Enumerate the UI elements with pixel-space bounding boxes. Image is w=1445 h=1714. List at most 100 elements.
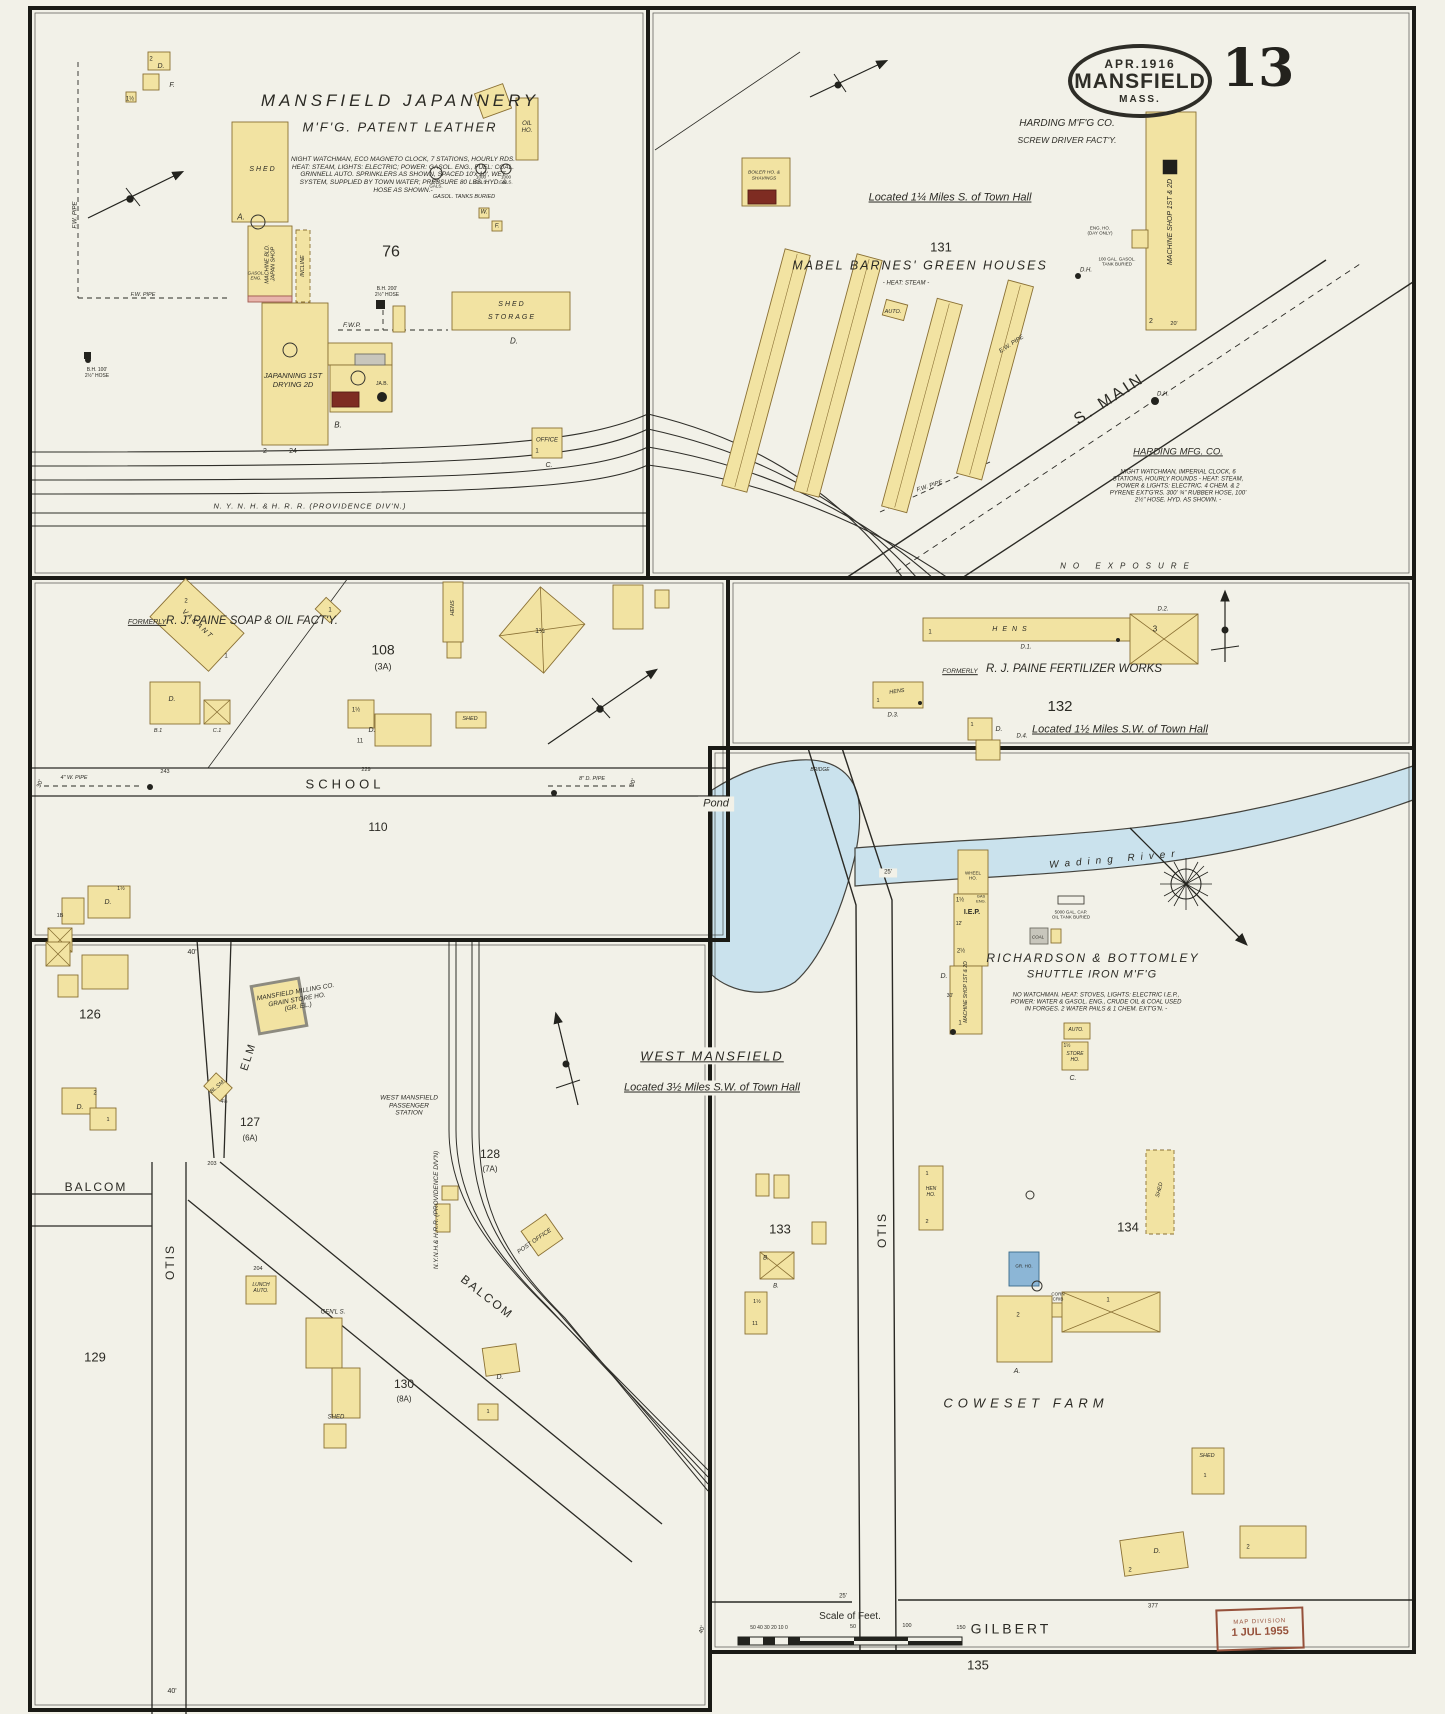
circle-symbol [429, 166, 443, 180]
dot-symbol [377, 392, 387, 402]
building [498, 586, 586, 674]
s-main-street [654, 51, 1414, 579]
title-date: APR.1916 [1104, 57, 1176, 71]
scale-bar [737, 1636, 963, 1646]
building [918, 1165, 944, 1231]
circle-symbol [250, 214, 266, 230]
building [975, 739, 1001, 761]
building [949, 965, 983, 1035]
building [451, 291, 571, 331]
hydrant-symbol [84, 352, 91, 359]
dot-symbol [1116, 638, 1120, 642]
building [612, 584, 644, 630]
panel-middle-left [28, 576, 730, 942]
building [45, 941, 71, 967]
building [515, 97, 539, 161]
title-state: MASS. [1119, 94, 1161, 105]
building [57, 974, 79, 998]
date-stamp-date: 1 JUL 1955 [1231, 1625, 1289, 1639]
building [1029, 927, 1049, 945]
building [1050, 928, 1062, 944]
building [956, 279, 1034, 481]
building [314, 596, 342, 624]
building [249, 976, 309, 1036]
panel-borders [28, 6, 1416, 1712]
railroad-tracks-topleft [29, 413, 649, 527]
hydrant-symbol [376, 300, 385, 309]
building [953, 893, 989, 967]
building [957, 849, 989, 895]
building [392, 305, 406, 333]
building [922, 617, 1131, 642]
building [1057, 895, 1085, 905]
north-arrow-topright [809, 59, 889, 98]
dot-symbol [950, 1029, 956, 1035]
building [1119, 1531, 1189, 1577]
building [1129, 613, 1199, 665]
title-city: MANSFIELD [1074, 70, 1206, 93]
building [1145, 111, 1197, 331]
dot-symbol [1075, 273, 1081, 279]
north-arrow-bottomleft [553, 1011, 581, 1106]
building [1162, 159, 1178, 175]
building [481, 1343, 521, 1377]
building [247, 295, 293, 303]
buildings-layer [45, 51, 1307, 1577]
title-stamp: APR.1916 MANSFIELD MASS. [1068, 44, 1212, 118]
wading-river [854, 765, 1414, 887]
building [520, 1213, 564, 1257]
building [872, 681, 924, 709]
circle-symbol [350, 370, 366, 386]
building [203, 699, 231, 725]
date-stamp: MAP DIVISION 1 JUL 1955 [1215, 1606, 1305, 1652]
building [331, 1367, 361, 1419]
building [1191, 1447, 1225, 1495]
building [87, 885, 131, 919]
north-arrow-topleft [87, 170, 185, 219]
building [1061, 1041, 1089, 1071]
building [1145, 1149, 1175, 1235]
building [323, 1423, 347, 1449]
building [1131, 229, 1149, 249]
building [203, 1072, 233, 1102]
building [435, 1203, 451, 1233]
building [531, 427, 563, 459]
building [747, 189, 777, 205]
building [477, 1403, 499, 1421]
otis-gilbert-streets [712, 747, 1413, 1653]
building [89, 1107, 117, 1131]
dot-symbol [918, 701, 922, 705]
building [354, 353, 386, 366]
building [125, 91, 137, 103]
building [247, 225, 293, 297]
building [295, 229, 311, 303]
building [1061, 1291, 1161, 1333]
building [81, 954, 129, 990]
panel-bottom-right [708, 746, 1416, 1654]
building [1063, 1022, 1091, 1040]
building [881, 297, 963, 514]
pond [711, 759, 861, 993]
circle-symbol [475, 163, 487, 175]
circle-symbol [1025, 1190, 1035, 1200]
building [261, 302, 329, 446]
sheet-number: 13 [1222, 38, 1295, 99]
building [149, 578, 245, 672]
dot-symbol [147, 784, 153, 790]
building [147, 51, 171, 71]
building [881, 298, 909, 322]
building [654, 589, 670, 609]
building [759, 1251, 795, 1280]
building [473, 83, 513, 119]
building [755, 1173, 770, 1197]
building [1239, 1525, 1307, 1559]
dot-symbol [551, 790, 557, 796]
building [142, 73, 160, 91]
building [811, 1221, 827, 1245]
building [61, 897, 85, 925]
building [793, 253, 883, 498]
north-arrow-middleleft [547, 668, 658, 745]
building [446, 641, 462, 659]
building [442, 581, 464, 643]
building [149, 681, 201, 725]
